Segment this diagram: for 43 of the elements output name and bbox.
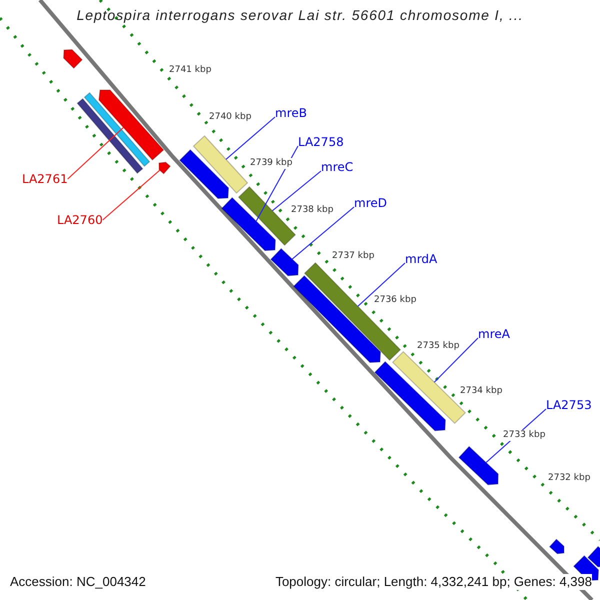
- position-label: 2732 kbp: [548, 473, 590, 484]
- gene-label: mreA: [478, 327, 510, 341]
- position-label: 2735 kbp: [417, 341, 460, 352]
- gene-label: mrdA: [405, 252, 438, 266]
- leader-line: [226, 116, 276, 160]
- gene-block: [458, 446, 499, 486]
- gene-block: [304, 262, 402, 361]
- gene-block: [98, 90, 164, 161]
- gene-block: [192, 135, 248, 194]
- gene-label: LA2761: [22, 172, 68, 186]
- position-label: 2741 kbp: [169, 65, 212, 76]
- gene-block: [221, 196, 276, 252]
- chart-title: Leptospira interrogans serovar Lai str. 56601 chromosome I, ...: [76, 7, 524, 23]
- position-label: 2737 kbp: [332, 251, 374, 262]
- gene-block: [179, 149, 230, 200]
- leader-line: [357, 262, 406, 307]
- gene-block: [76, 98, 144, 174]
- leader-line: [292, 206, 354, 260]
- leader-line: [434, 338, 478, 383]
- leader-line: [102, 170, 160, 220]
- accession-text: Accession: NC_004342: [10, 574, 146, 590]
- gene-label: LA2753: [546, 398, 592, 412]
- gene-label: mreC: [321, 160, 354, 174]
- gene-label: LA2758: [298, 135, 344, 149]
- leader-line: [272, 170, 322, 212]
- position-label: 2734 kbp: [460, 386, 502, 397]
- position-label: 2739 kbp: [250, 158, 292, 169]
- position-label: 2733 kbp: [503, 430, 546, 441]
- position-label: 2736 kbp: [374, 295, 416, 306]
- gene-block: [84, 92, 150, 167]
- gene-block: [158, 162, 171, 175]
- leader-line: [256, 146, 298, 222]
- position-label: 2740 kbp: [209, 112, 252, 123]
- gene-block: [548, 538, 564, 554]
- gene-label: mreB: [275, 106, 307, 120]
- gene-block: [374, 360, 446, 432]
- gene-label: mreD: [354, 196, 387, 210]
- leader-line: [67, 127, 124, 180]
- gene-label: LA2760: [57, 213, 103, 227]
- position-label: 2738 kbp: [291, 205, 334, 216]
- gene-block: [587, 546, 600, 568]
- genome-info-text: Topology: circular; Length: 4,332,241 bp; Genes: 4,398: [275, 574, 592, 590]
- gene-block: [63, 49, 83, 69]
